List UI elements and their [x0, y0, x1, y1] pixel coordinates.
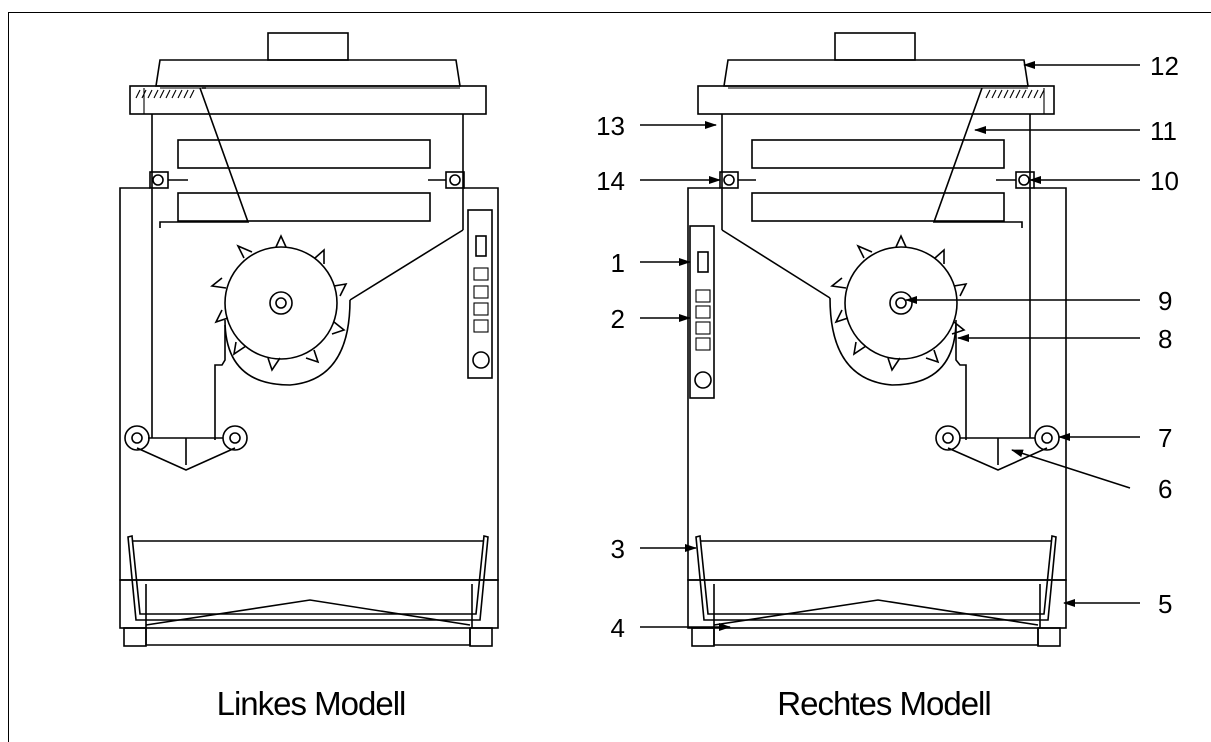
callout-6: 6 — [1158, 474, 1172, 504]
right-model-drawing — [687, 32, 1067, 647]
callout-4: 4 — [611, 613, 625, 643]
leader-6 — [1011, 449, 1131, 489]
callout-9: 9 — [1158, 286, 1172, 316]
diagram-frame — [8, 12, 1211, 742]
callout-7: 7 — [1158, 423, 1172, 453]
callout-14: 14 — [596, 166, 625, 196]
left-model-caption: Linkes Modell — [217, 685, 406, 722]
callout-13: 13 — [596, 111, 625, 141]
callout-5: 5 — [1158, 589, 1172, 619]
callout-10: 10 — [1150, 166, 1179, 196]
callout-numbers: 1 2 3 4 5 6 7 8 9 10 11 12 13 14 — [596, 51, 1179, 643]
callout-2: 2 — [611, 304, 625, 334]
callout-3: 3 — [611, 534, 625, 564]
right-model-caption: Rechtes Modell — [777, 685, 990, 722]
callout-11: 11 — [1150, 116, 1177, 146]
callout-leaders — [640, 61, 1140, 631]
left-model-drawing — [119, 32, 499, 647]
callout-8: 8 — [1158, 324, 1172, 354]
callout-12: 12 — [1150, 51, 1179, 81]
callout-1: 1 — [611, 248, 625, 278]
